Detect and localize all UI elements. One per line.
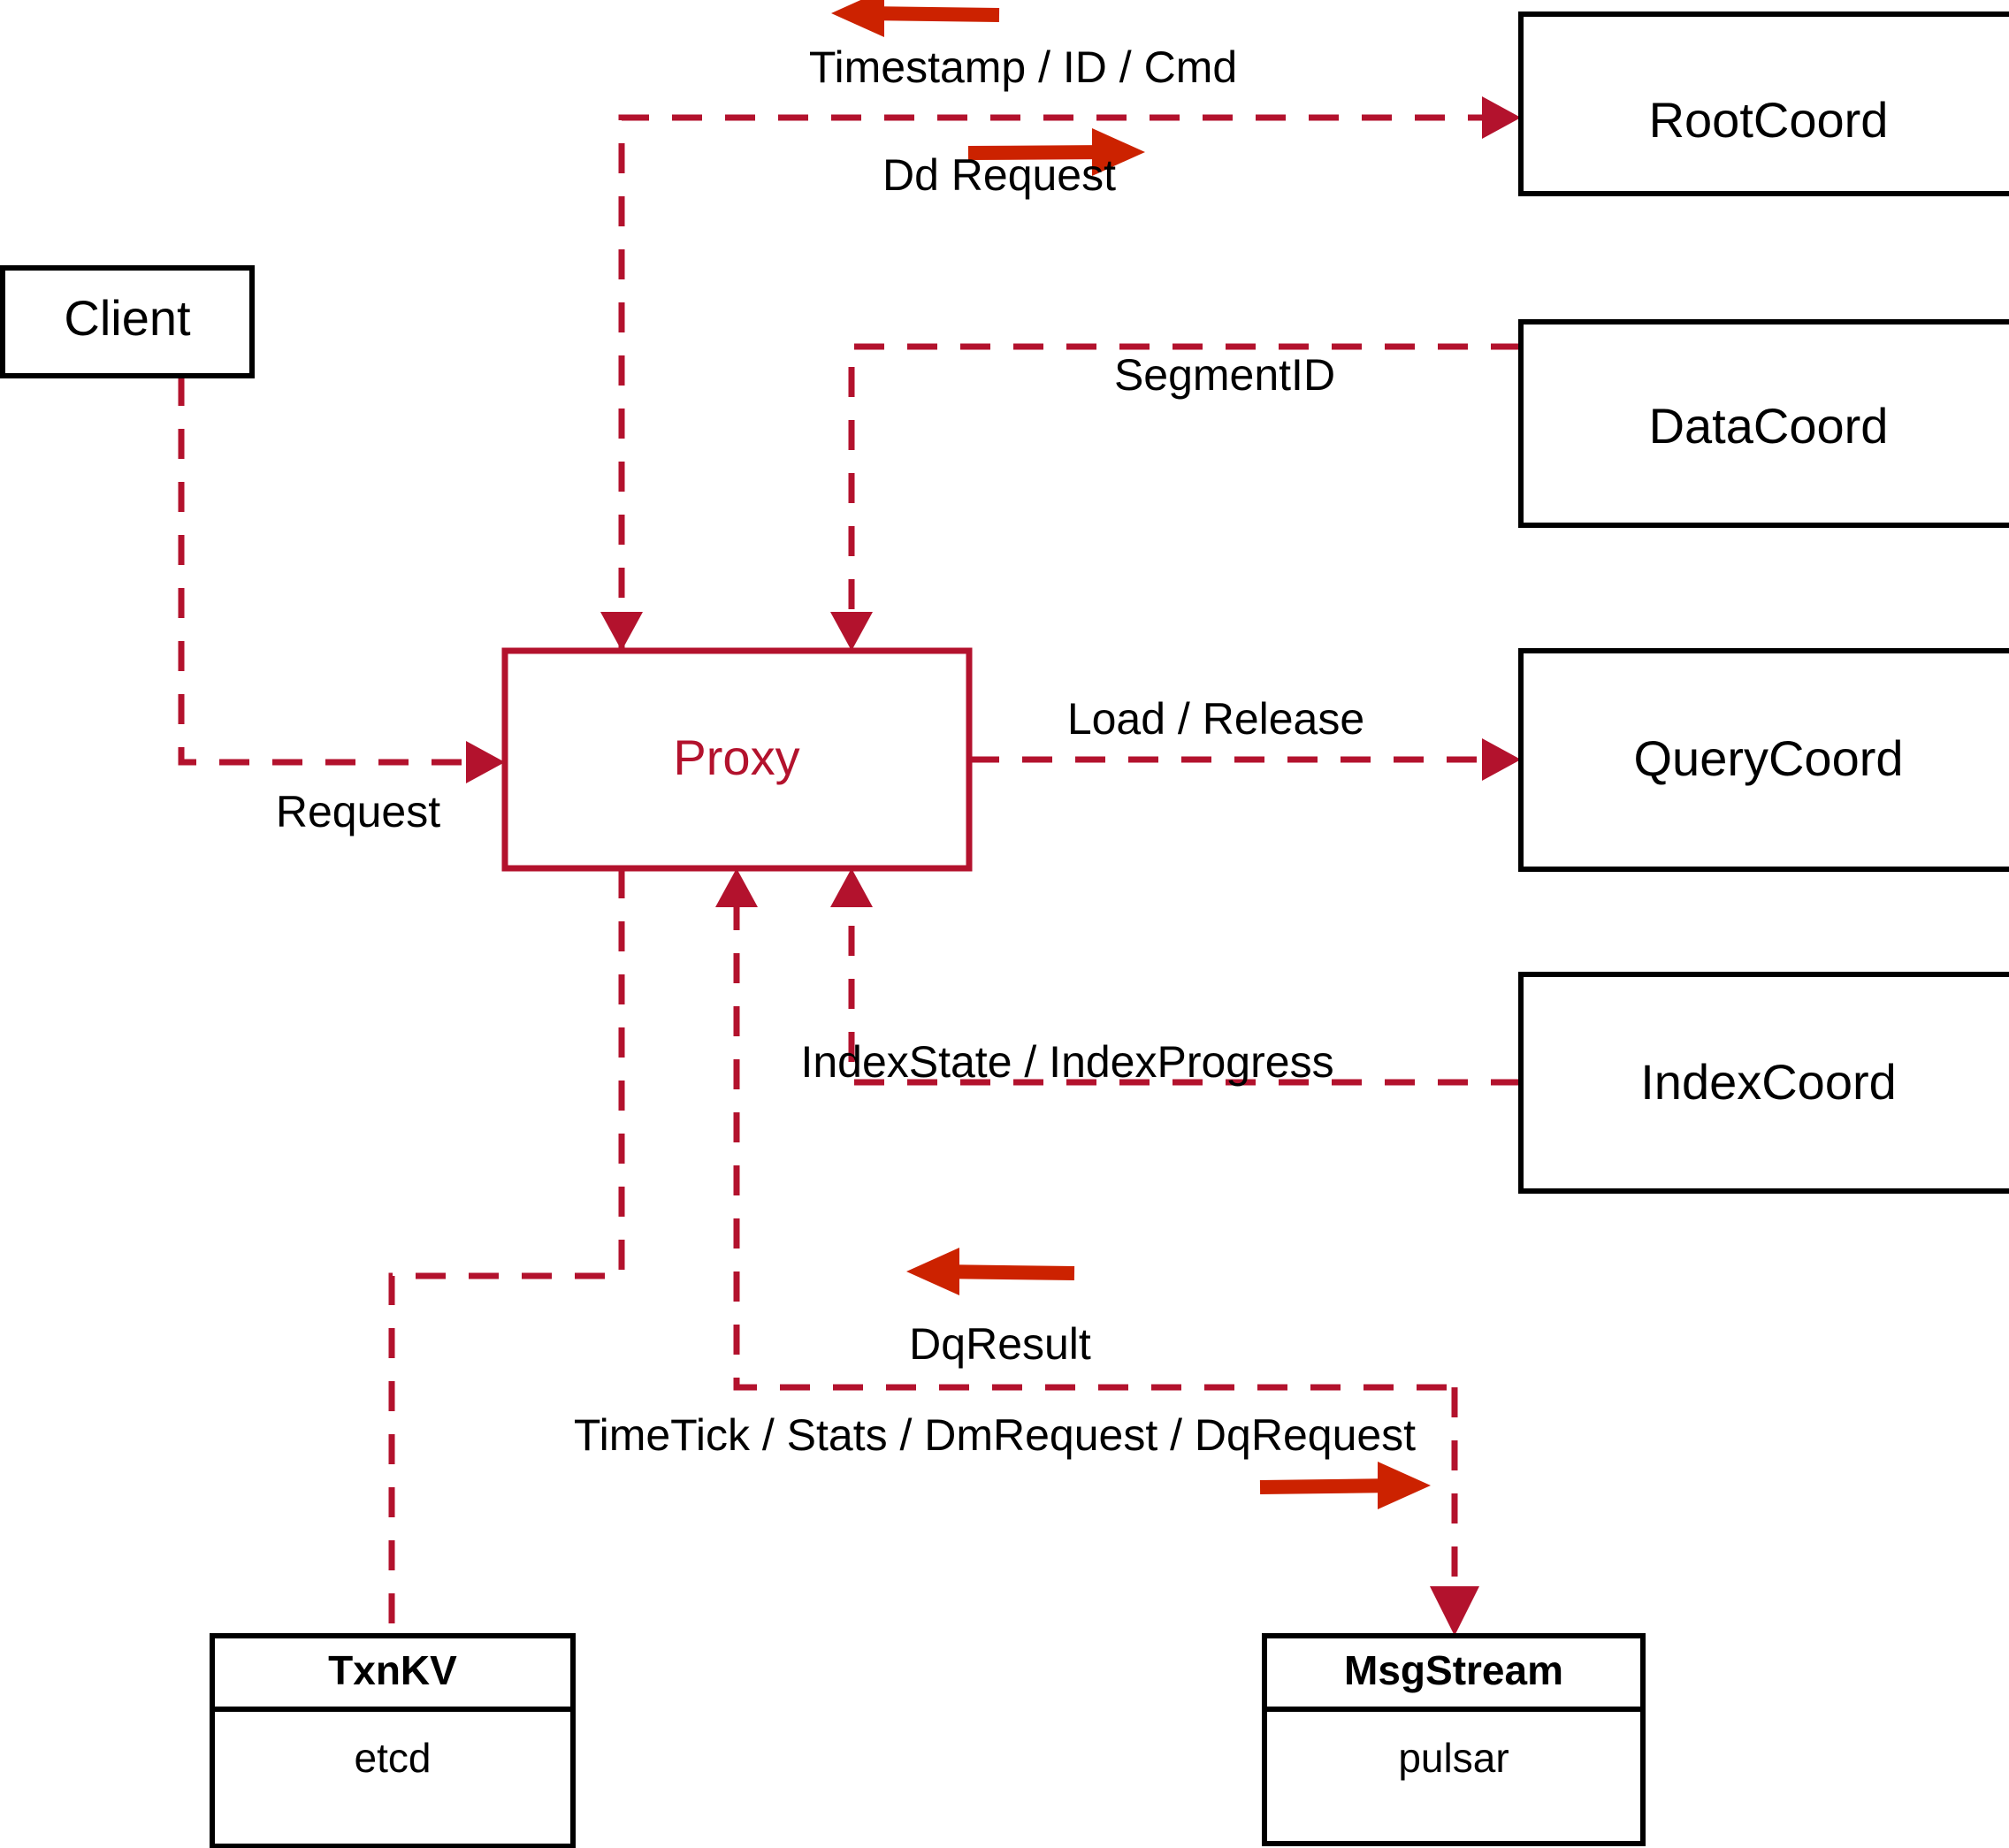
node-msgstream-title: MsgStream [1344,1647,1563,1693]
node-rootcoord-label: RootCoord [1649,92,1889,148]
node-proxy-label: Proxy [673,729,799,785]
node-msgstream[interactable]: MsgStream pulsar [1262,1633,1646,1846]
node-datacoord-label: DataCoord [1649,398,1889,454]
edge-proxy-to-rootcoord [618,96,1521,651]
node-querycoord-label: QueryCoord [1633,730,1903,786]
edge-proxy-to-msgstream [1430,1387,1479,1636]
node-indexcoord-label: IndexCoord [1640,1054,1897,1110]
edge-client-to-proxy [178,376,505,783]
node-txnkv[interactable]: TxnKV etcd [210,1633,576,1848]
node-client[interactable]: Client [0,265,255,378]
edge-label-load-release: Load / Release [1067,694,1364,744]
node-rootcoord[interactable]: RootCoord [1518,11,2009,196]
node-indexcoord[interactable]: IndexCoord [1518,972,2009,1194]
node-datacoord[interactable]: DataCoord [1518,319,2009,528]
edge-label-timetick-stats-dmrequest-dqrequest: TimeTick / Stats / DmRequest / DqRequest [574,1410,1416,1460]
node-client-label: Client [64,290,191,346]
direction-arrow-left-dqresult [906,1248,1075,1295]
node-msgstream-impl: pulsar [1398,1735,1509,1781]
node-txnkv-title: TxnKV [328,1647,457,1693]
edge-label-indexstate-indexprogress: IndexState / IndexProgress [800,1037,1333,1087]
edge-label-dqresult: DqResult [909,1319,1091,1369]
edge-msgstream-to-proxy [715,868,1455,1391]
edge-label-dd-request: Dd Request [882,150,1116,200]
edge-indexcoord-to-proxy [830,868,1521,1086]
edge-rootcoord-down-arrow [600,612,643,651]
direction-arrow-left-top [831,0,1000,37]
edge-label-segmentid: SegmentID [1114,350,1335,400]
edge-label-request: Request [276,787,440,836]
direction-arrow-right-timetick [1259,1462,1431,1509]
edge-datacoord-to-proxy [830,343,1521,651]
edge-proxy-to-txnkv [388,868,625,1636]
direction-arrow-right-dd [967,128,1145,176]
node-proxy[interactable]: Proxy [501,647,973,872]
node-querycoord[interactable]: QueryCoord [1518,648,2009,872]
edge-label-timestamp-id-cmd: Timestamp / ID / Cmd [809,42,1237,92]
node-txnkv-impl: etcd [355,1735,432,1781]
edge-proxy-to-querycoord [969,738,1521,781]
